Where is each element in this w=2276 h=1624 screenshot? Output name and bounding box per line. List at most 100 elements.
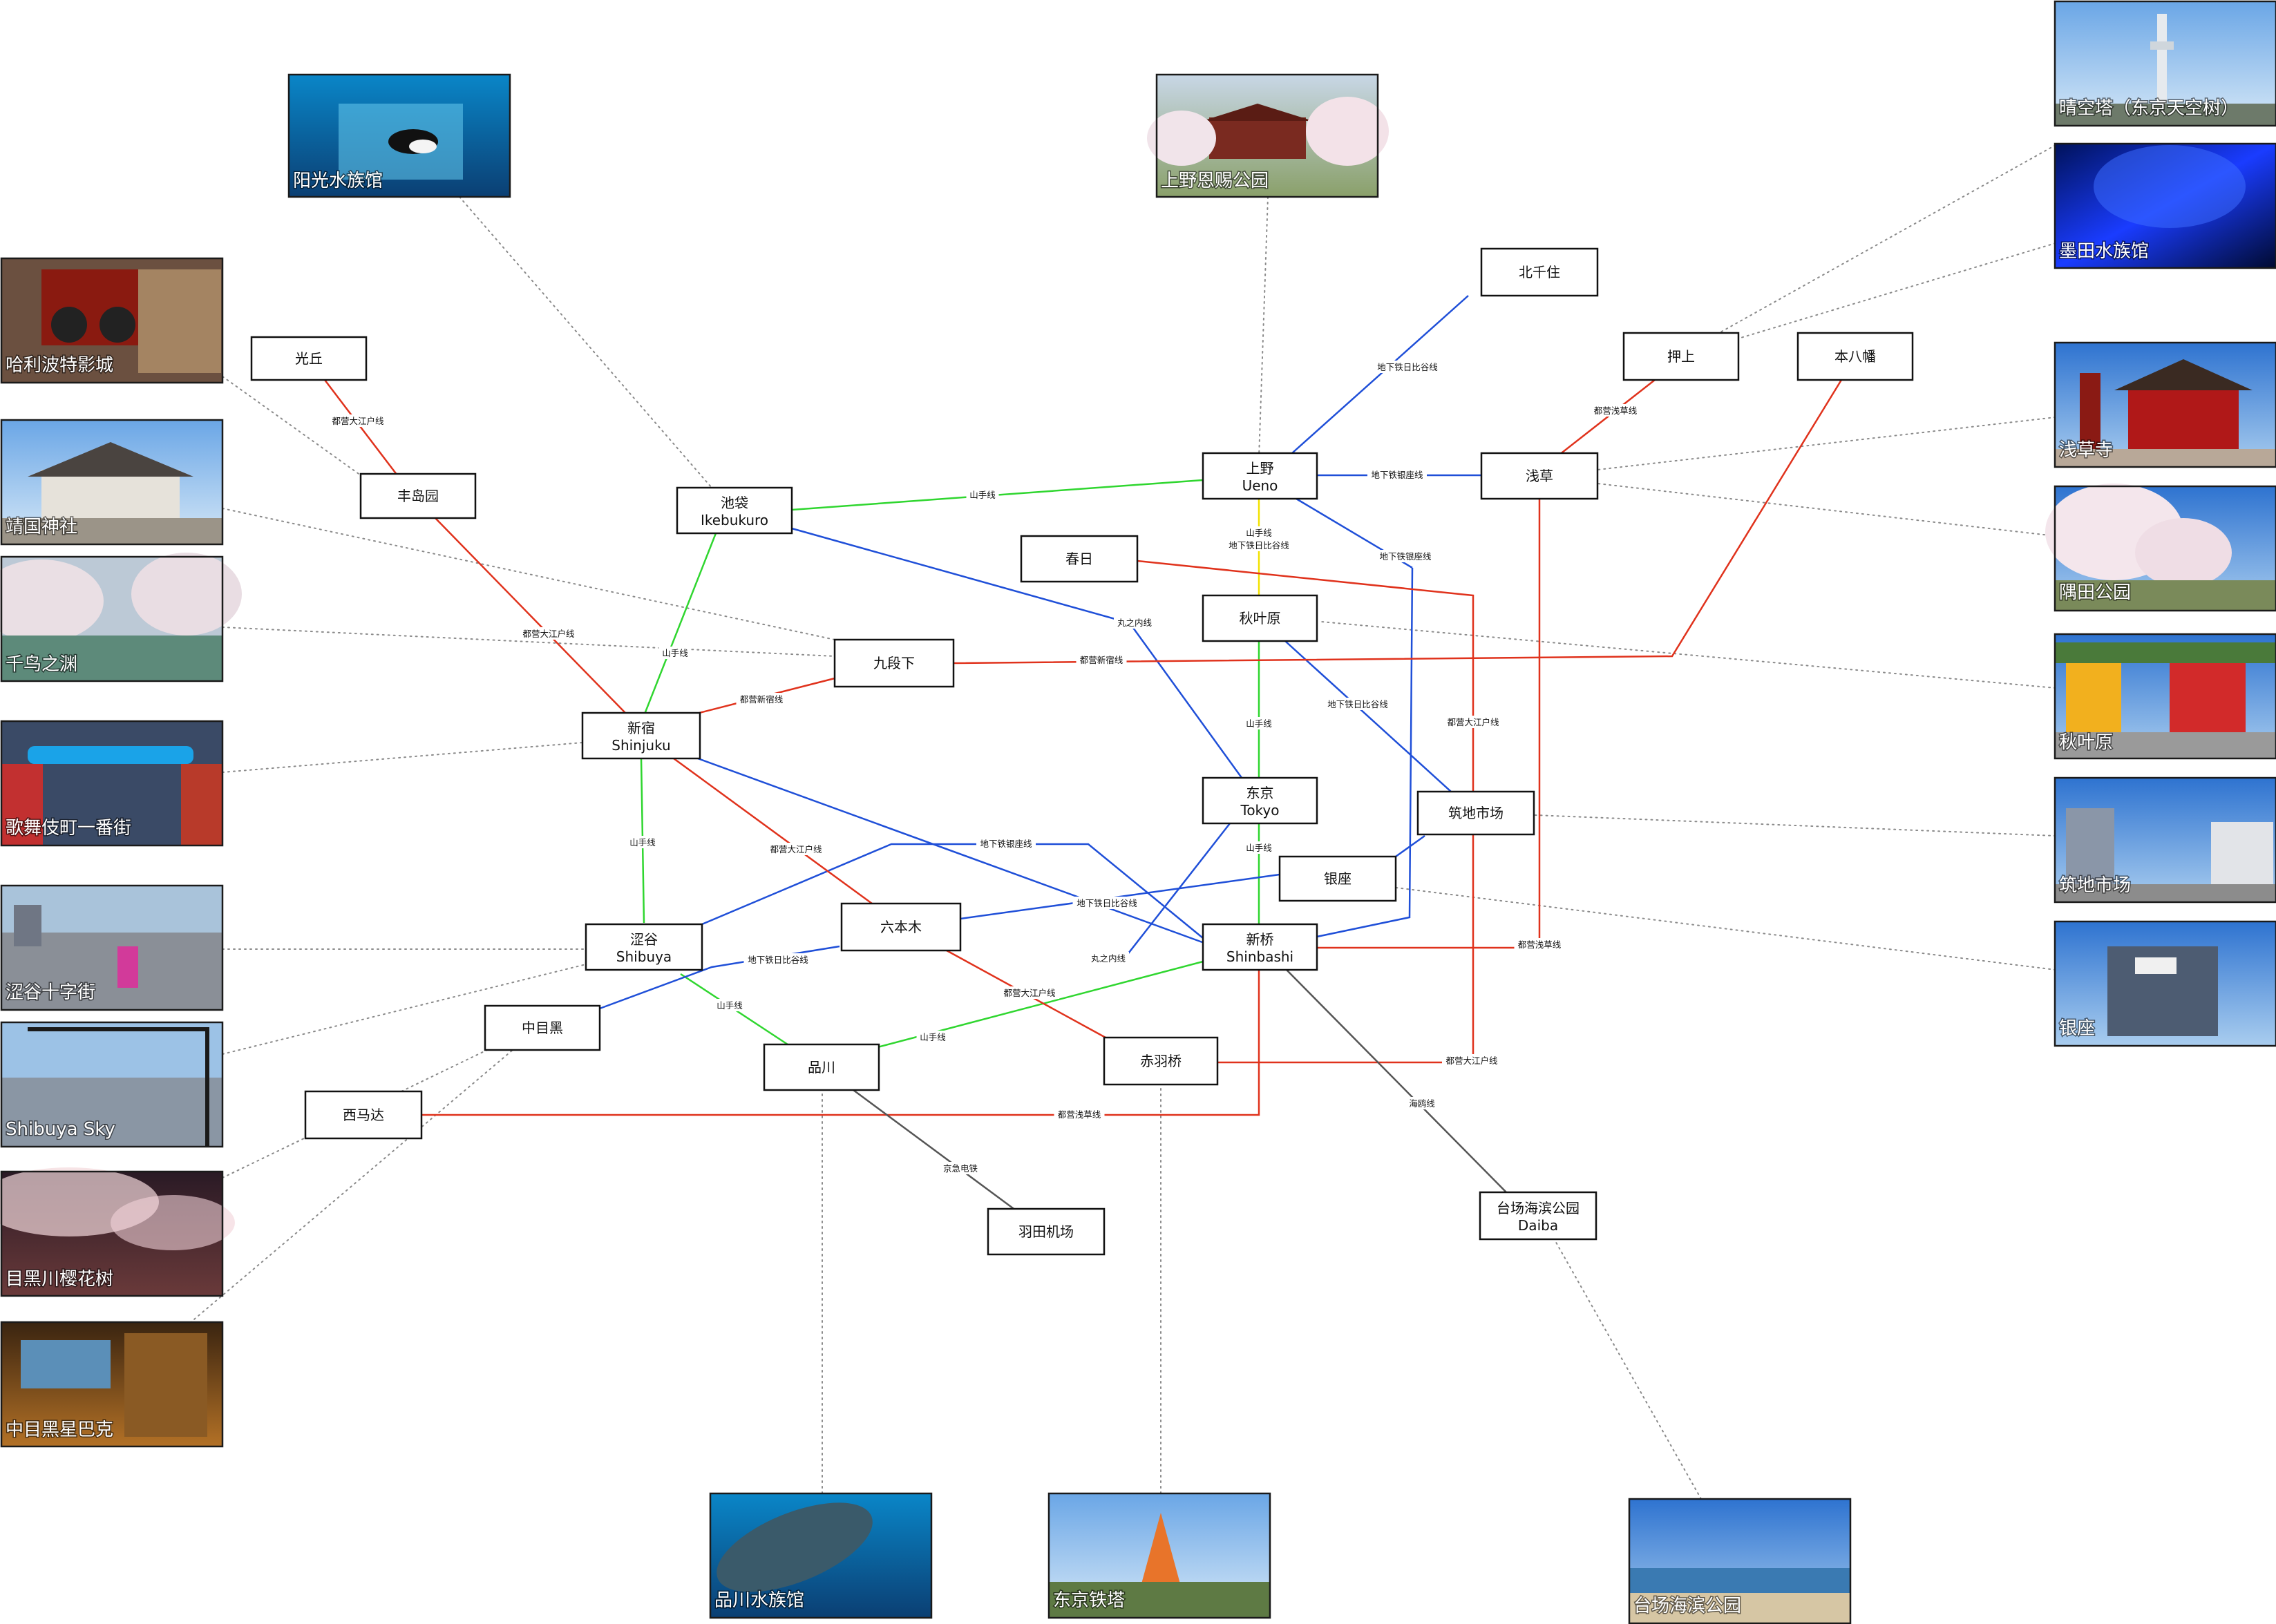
station-asakusa[interactable]: 浅草 [1480, 452, 1599, 500]
train-lines [324, 295, 1843, 1212]
line-label-marunouchi-ikebukuro: 丸之内线 [1114, 616, 1155, 629]
photo-tokyotower[interactable]: 东京铁塔 [1047, 1492, 1271, 1619]
photo-sumidapark[interactable]: 隅田公园 [2045, 484, 2276, 612]
station-name: 浅草 [1526, 468, 1553, 484]
station-box [1202, 776, 1318, 825]
photo-chidorigafuchi[interactable]: 千鸟之渊 [0, 553, 242, 682]
station-name-en: Shinjuku [611, 737, 670, 754]
photo-caption: 筑地市场 [2059, 875, 2131, 896]
photo-tsukijimarket[interactable]: 筑地市场 [2054, 776, 2276, 904]
hibiya-segment [1395, 834, 1425, 858]
photo-meguro[interactable]: 目黑川樱花树 [0, 1167, 235, 1297]
photo-scramble[interactable]: 涩谷十字街 [0, 884, 224, 1011]
photo-uenopark[interactable]: 上野恩赐公园 [1147, 73, 1389, 198]
photo-ginzaphoto[interactable]: 银座 [2054, 920, 2276, 1047]
station-box [359, 472, 477, 519]
station-nakameguro[interactable]: 中目黑 [484, 1004, 601, 1051]
station-box [833, 638, 955, 688]
line-label-text: 都营大江户线 [1003, 988, 1056, 998]
keikyu-segment [853, 1089, 1016, 1212]
photo-starbucks[interactable]: 中目黑星巴克 [0, 1321, 224, 1448]
station-nishimagome[interactable]: 西马达 [304, 1090, 423, 1140]
station-roppongi[interactable]: 六本木 [840, 902, 962, 952]
line-label-text: 都营大江户线 [332, 416, 384, 426]
photo-kabukicho[interactable]: 歌舞伎町一番街 [0, 720, 224, 847]
line-label-ginza-shibuya-shinbashi: 地下铁银座线 [976, 837, 1036, 850]
connector-shibuyasky [222, 964, 587, 1055]
station-kasuga[interactable]: 春日 [1020, 535, 1139, 583]
line-label-bg [736, 693, 787, 705]
station-name: 北千住 [1519, 264, 1560, 280]
connector-ginza-photo [1395, 887, 2056, 971]
station-kitasenju[interactable]: 北千住 [1480, 247, 1599, 297]
line-label-oedo-kasuga-tsukiji: 都营大江户线 [1443, 716, 1503, 728]
line-label-bg [1590, 404, 1641, 417]
photo-sensoji[interactable]: 浅草寺 [2054, 341, 2276, 468]
line-label-bg [1088, 952, 1129, 964]
station-box [1480, 247, 1599, 297]
station-name: 春日 [1065, 551, 1093, 567]
station-tsukiji[interactable]: 筑地市场 [1416, 790, 1535, 836]
photo-caption: 隅田公园 [2059, 582, 2131, 603]
station-shinagawa[interactable]: 品川 [763, 1043, 880, 1091]
line-label-bg [626, 836, 659, 848]
line-label-marunouchi-tokyo-shinbashi: 丸之内线 [1088, 952, 1129, 964]
station-name-en: Ueno [1242, 477, 1278, 494]
line-label-text: 丸之内线 [1091, 953, 1126, 964]
line-label-bg [1514, 938, 1565, 950]
line-label-bg [1405, 1097, 1439, 1109]
photo-caption: 晴空塔（东京天空树） [2059, 98, 2239, 119]
photo-yasukuni[interactable]: 靖国神社 [0, 419, 224, 546]
station-name: 中目黑 [522, 1020, 563, 1036]
line-label-bg [1373, 361, 1442, 373]
station-ginza[interactable]: 银座 [1278, 855, 1397, 902]
photo-skytree[interactable]: 晴空塔（东京天空树） [2054, 0, 2276, 127]
line-label-bg [1224, 539, 1293, 551]
photo-caption: 千鸟之渊 [6, 654, 77, 675]
station-box [763, 1043, 880, 1091]
connector-uenopark [1258, 196, 1269, 458]
photo-shibuyasky[interactable]: Shibuya Sky [0, 1021, 224, 1148]
station-name: 西马达 [343, 1107, 384, 1123]
station-name: 本八幡 [1834, 348, 1876, 365]
station-name: 涩谷 [630, 931, 658, 948]
photo-harrypotter[interactable]: 哈利波特影城 [0, 257, 224, 384]
line-label-trunk-yamanote: 山手线 [1242, 526, 1275, 539]
photo-sunshine[interactable]: 阳光水族馆 [287, 73, 511, 198]
line-label-text: 都营浅草线 [1058, 1109, 1101, 1120]
line-label-text: 海鸥线 [1409, 1098, 1435, 1109]
connector-sumidapark [1597, 483, 2056, 537]
station-hikarigaoka[interactable]: 光丘 [250, 336, 368, 381]
station-oshiage[interactable]: 押上 [1622, 332, 1740, 381]
photo-caption: 台场海滨公园 [1633, 1596, 1741, 1616]
station-kudanshita[interactable]: 九段下 [833, 638, 955, 688]
line-label-hibiya-kitasenju: 地下铁日比谷线 [1373, 361, 1442, 373]
photo-odaiba[interactable]: 台场海滨公园 [1628, 1498, 1852, 1624]
photo-caption: 哈利波特影城 [6, 355, 113, 376]
photo-akihabara[interactable]: 秋叶原 [2054, 633, 2276, 760]
station-motoyawata[interactable]: 本八幡 [1796, 332, 1914, 381]
station-akabanebashi[interactable]: 赤羽桥 [1103, 1036, 1219, 1086]
photo-sumidaaq[interactable]: 墨田水族馆 [2054, 142, 2276, 269]
station-box [1202, 594, 1318, 642]
station-name-en: Shinbashi [1226, 948, 1293, 965]
oedo-segment [324, 379, 398, 476]
ginza-segment [697, 757, 1203, 944]
station-toshimaen[interactable]: 丰岛园 [359, 472, 477, 519]
line-label-bg [766, 843, 826, 855]
station-akihabara[interactable]: 秋叶原 [1202, 594, 1318, 642]
photo-shinagawaaq[interactable]: 品川水族馆 [705, 1484, 933, 1619]
station-haneda[interactable]: 羽田机场 [987, 1207, 1106, 1256]
line-label-text: 山手线 [1246, 718, 1272, 729]
station-name: 东京 [1246, 785, 1274, 801]
line-label-text: 都营新宿线 [740, 694, 784, 705]
connector-odaiba [1554, 1239, 1702, 1500]
